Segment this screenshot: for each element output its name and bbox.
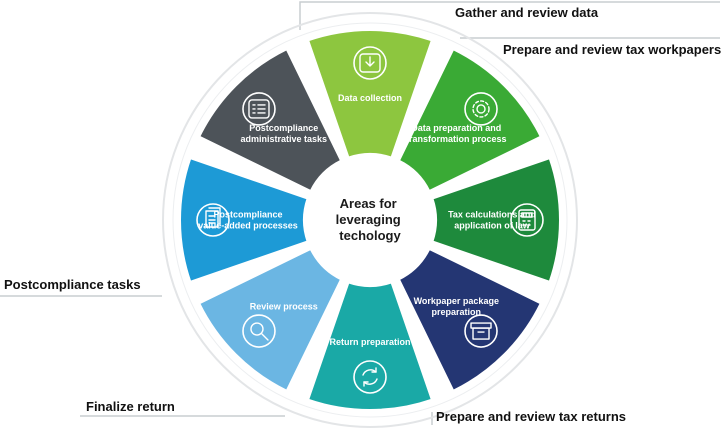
center-hub bbox=[304, 154, 436, 286]
archive-box-icon bbox=[464, 314, 498, 348]
segment-label-line: value-added processes bbox=[198, 221, 298, 231]
segment-label-line: Review process bbox=[250, 301, 318, 311]
segment-label-line: Postcompliance bbox=[249, 123, 318, 133]
phase-label-returns: Prepare and review tax returns bbox=[436, 409, 627, 424]
connector-gather bbox=[299, 1, 720, 30]
phase-label-finalize: Finalize return bbox=[86, 399, 175, 414]
segment-label-line: Return preparation bbox=[329, 337, 410, 347]
segment-label-line: Postcompliance bbox=[213, 210, 282, 220]
download-tray-icon bbox=[353, 46, 387, 80]
segment-label: Data collection bbox=[338, 93, 402, 103]
segment-label-line: Workpaper package bbox=[414, 296, 499, 306]
phase-label-postcompliance: Postcompliance tasks bbox=[4, 277, 141, 292]
outer-ring bbox=[162, 12, 578, 428]
center-line: leveraging bbox=[336, 212, 401, 227]
magnifier-icon bbox=[242, 314, 276, 348]
segment-label-line: application of law bbox=[454, 221, 531, 231]
documents-icon bbox=[196, 203, 230, 237]
calculator-icon bbox=[510, 203, 544, 237]
center-line: Areas for bbox=[340, 196, 397, 211]
inner-ring bbox=[172, 22, 568, 418]
phase-label-gather: Gather and review data bbox=[455, 5, 599, 20]
segment-label: Return preparation bbox=[329, 337, 410, 347]
segment-label-line: preparation bbox=[432, 307, 482, 317]
segment-label-line: transformation process bbox=[406, 134, 507, 144]
segment-label-line: Tax calculations and bbox=[448, 210, 536, 220]
gear-icon bbox=[464, 92, 498, 126]
checklist-icon bbox=[242, 92, 276, 126]
phase-label-workpapers: Prepare and review tax workpapers bbox=[503, 42, 721, 57]
segment-label-line: Data collection bbox=[338, 93, 402, 103]
center-label: Areas for leveraging techology bbox=[336, 196, 405, 243]
segment-label: Review process bbox=[250, 301, 318, 311]
refresh-cycle-icon bbox=[353, 360, 387, 394]
segment-label-line: administrative tasks bbox=[240, 134, 327, 144]
center-line: techology bbox=[339, 228, 401, 243]
segment-label-line: Data preparation and bbox=[411, 123, 501, 133]
